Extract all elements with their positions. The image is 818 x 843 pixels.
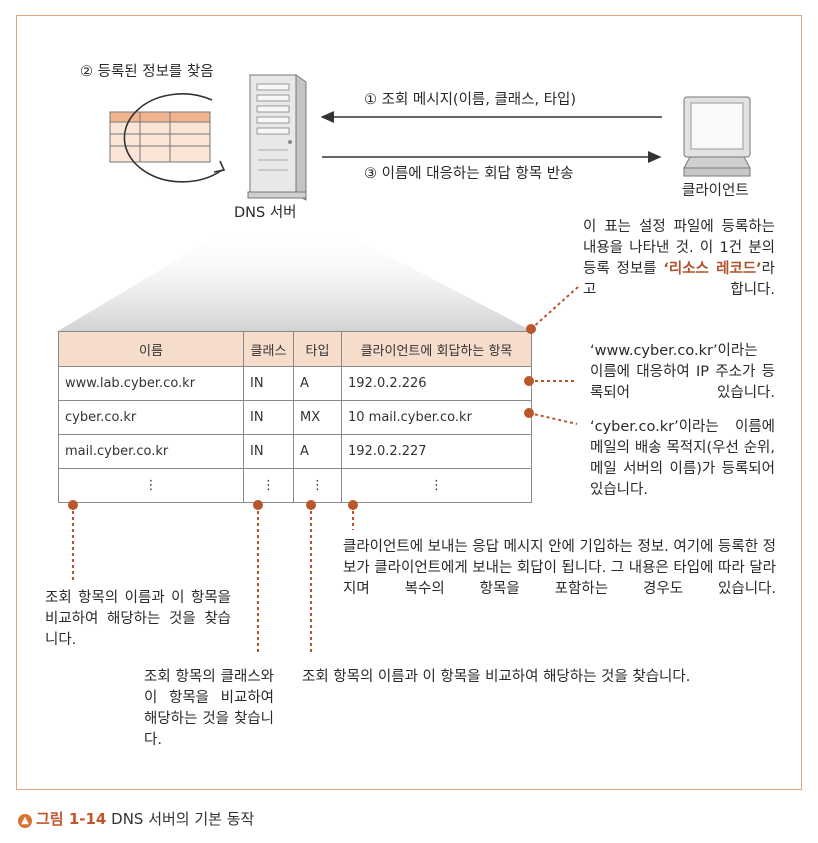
header-class: 클래스: [243, 331, 294, 367]
name-note: 조회 항목의 이름과 이 항목을 비교하여 해당하는 것을 찾습니다.: [45, 590, 231, 648]
projection-cone: [58, 225, 532, 331]
table-header-row: 이름 클래스 타입 클라이언트에 회답하는 항목: [58, 331, 532, 367]
record-table-icon: [109, 111, 211, 163]
cell-answer: 192.0.2.226: [341, 366, 532, 401]
table-row: ⋮ ⋮ ⋮ ⋮: [58, 468, 532, 503]
cell-name: mail.cyber.co.kr: [58, 434, 244, 469]
table-row: mail.cyber.co.kr IN A 192.0.2.227: [58, 434, 532, 469]
cell-ellipsis: ⋮: [58, 468, 244, 503]
class-note: 조회 항목의 클래스와 이 항목을 비교하여 해당하는 것을 찾습니다.: [144, 669, 274, 748]
cell-class: IN: [243, 434, 294, 469]
resource-record-note: 이 표는 설정 파일에 등록하는 내용을 나타낸 것. 이 1건 분의 등록 정…: [583, 219, 775, 298]
cell-class: IN: [243, 400, 294, 435]
server-label: DNS 서버: [234, 205, 297, 221]
answer-note: 클라이언트에 보내는 응답 메시지 안에 기입하는 정보. 여기에 등록한 정보…: [343, 539, 776, 597]
callout-dot: [306, 500, 316, 510]
www-note: ‘www.cyber.co.kr’이라는 이름에 대응하여 IP 주소가 등록되…: [590, 343, 775, 401]
client-label: 클라이언트: [682, 183, 749, 199]
figure-number: 그림 1-14: [36, 810, 107, 828]
cell-type: MX: [293, 400, 342, 435]
figure-caption: ▲ 그림 1-14 DNS 서버의 기본 동작: [18, 808, 254, 829]
header-answer: 클라이언트에 회답하는 항목: [341, 331, 532, 367]
callout-dot: [524, 408, 534, 418]
table-row: www.lab.cyber.co.kr IN A 192.0.2.226: [58, 366, 532, 401]
cell-ellipsis: ⋮: [341, 468, 532, 503]
client-computer-icon: [683, 96, 751, 177]
callout-dot: [68, 500, 78, 510]
callout-dot: [526, 324, 536, 334]
header-name: 이름: [58, 331, 244, 367]
callout-dot: [524, 376, 534, 386]
search-cycle-arrow: [123, 93, 223, 183]
step1-label: ① 조회 메시지(이름, 클래스, 타입): [364, 92, 577, 108]
server-icon: [247, 74, 307, 201]
step3-label: ③ 이름에 대응하는 회답 항목 반송: [364, 166, 574, 182]
step2-label: ② 등록된 정보를 찾음: [80, 64, 214, 80]
figure-frame: [16, 15, 802, 790]
cell-name: cyber.co.kr: [58, 400, 244, 435]
type-note: 조회 항목의 이름과 이 항목을 비교하여 해당하는 것을 찾습니다.: [302, 669, 691, 685]
cell-ellipsis: ⋮: [243, 468, 294, 503]
cell-type: A: [293, 434, 342, 469]
callout-dot: [253, 500, 263, 510]
arrow-up-circle-icon: ▲: [18, 814, 32, 828]
resource-record-term: ‘리소스 레코드’: [663, 261, 762, 277]
cell-ellipsis: ⋮: [293, 468, 342, 503]
mx-note: ‘cyber.co.kr’이라는 이름에 메일의 배송 목적지(우선 순위, 메…: [590, 419, 775, 498]
callout-dot: [348, 500, 358, 510]
figure-title: DNS 서버의 기본 동작: [111, 810, 255, 828]
header-type: 타입: [293, 331, 342, 367]
